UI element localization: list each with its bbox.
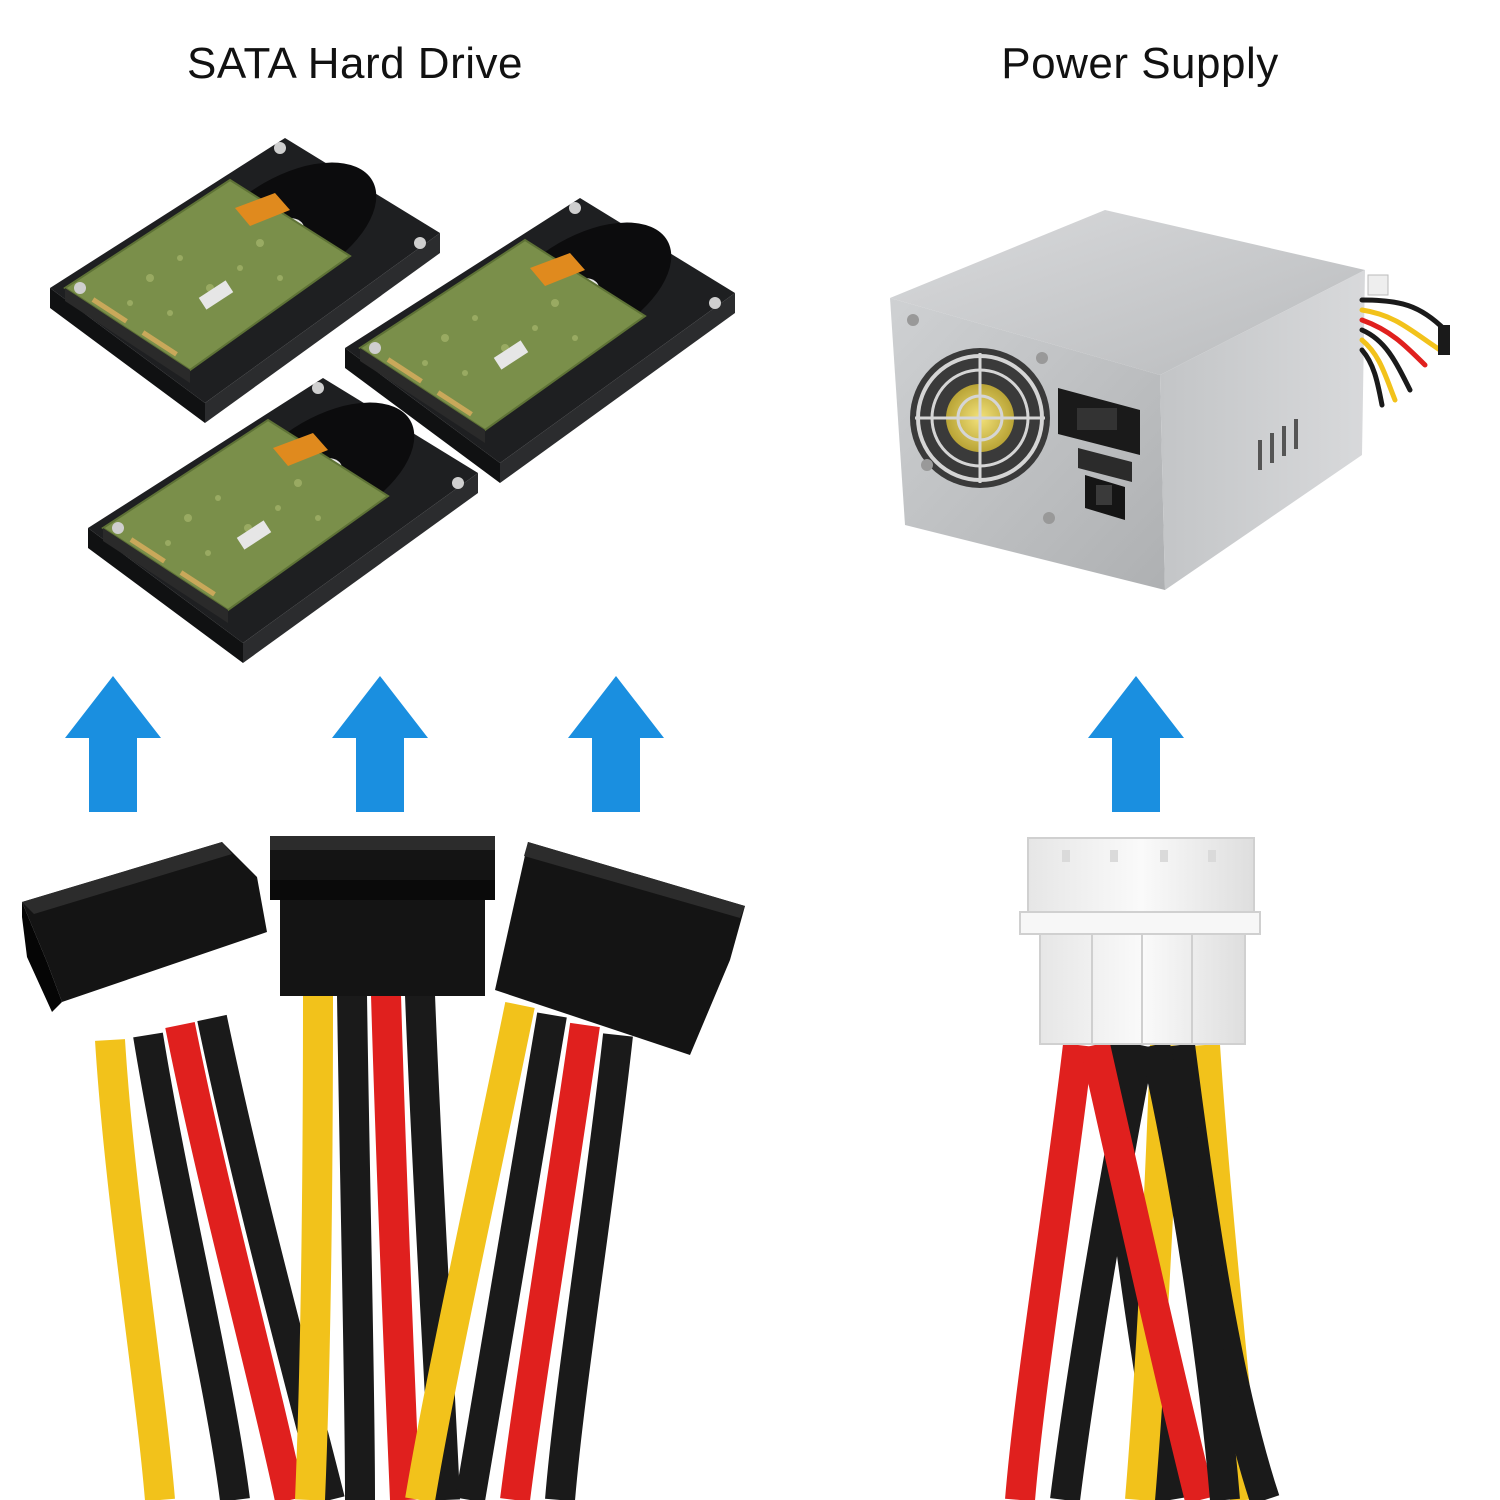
sata-hard-drive-label: SATA Hard Drive (187, 39, 523, 88)
arrow-up-icon (568, 676, 664, 812)
sata-connector-icon (270, 836, 495, 996)
molex-connector-icon (1019, 837, 1261, 1045)
arrow-up-icon (332, 676, 428, 812)
sata-connector-icon (495, 842, 745, 1055)
power-supply-icon (890, 210, 1450, 590)
molex-cable-wires (1005, 1041, 1280, 1500)
power-supply-label: Power Supply (1001, 39, 1279, 88)
sata-connector-icon (22, 842, 267, 1012)
sata-cable-wires (95, 994, 633, 1500)
arrow-up-icon (65, 676, 161, 812)
arrow-up-icon (1088, 676, 1184, 812)
